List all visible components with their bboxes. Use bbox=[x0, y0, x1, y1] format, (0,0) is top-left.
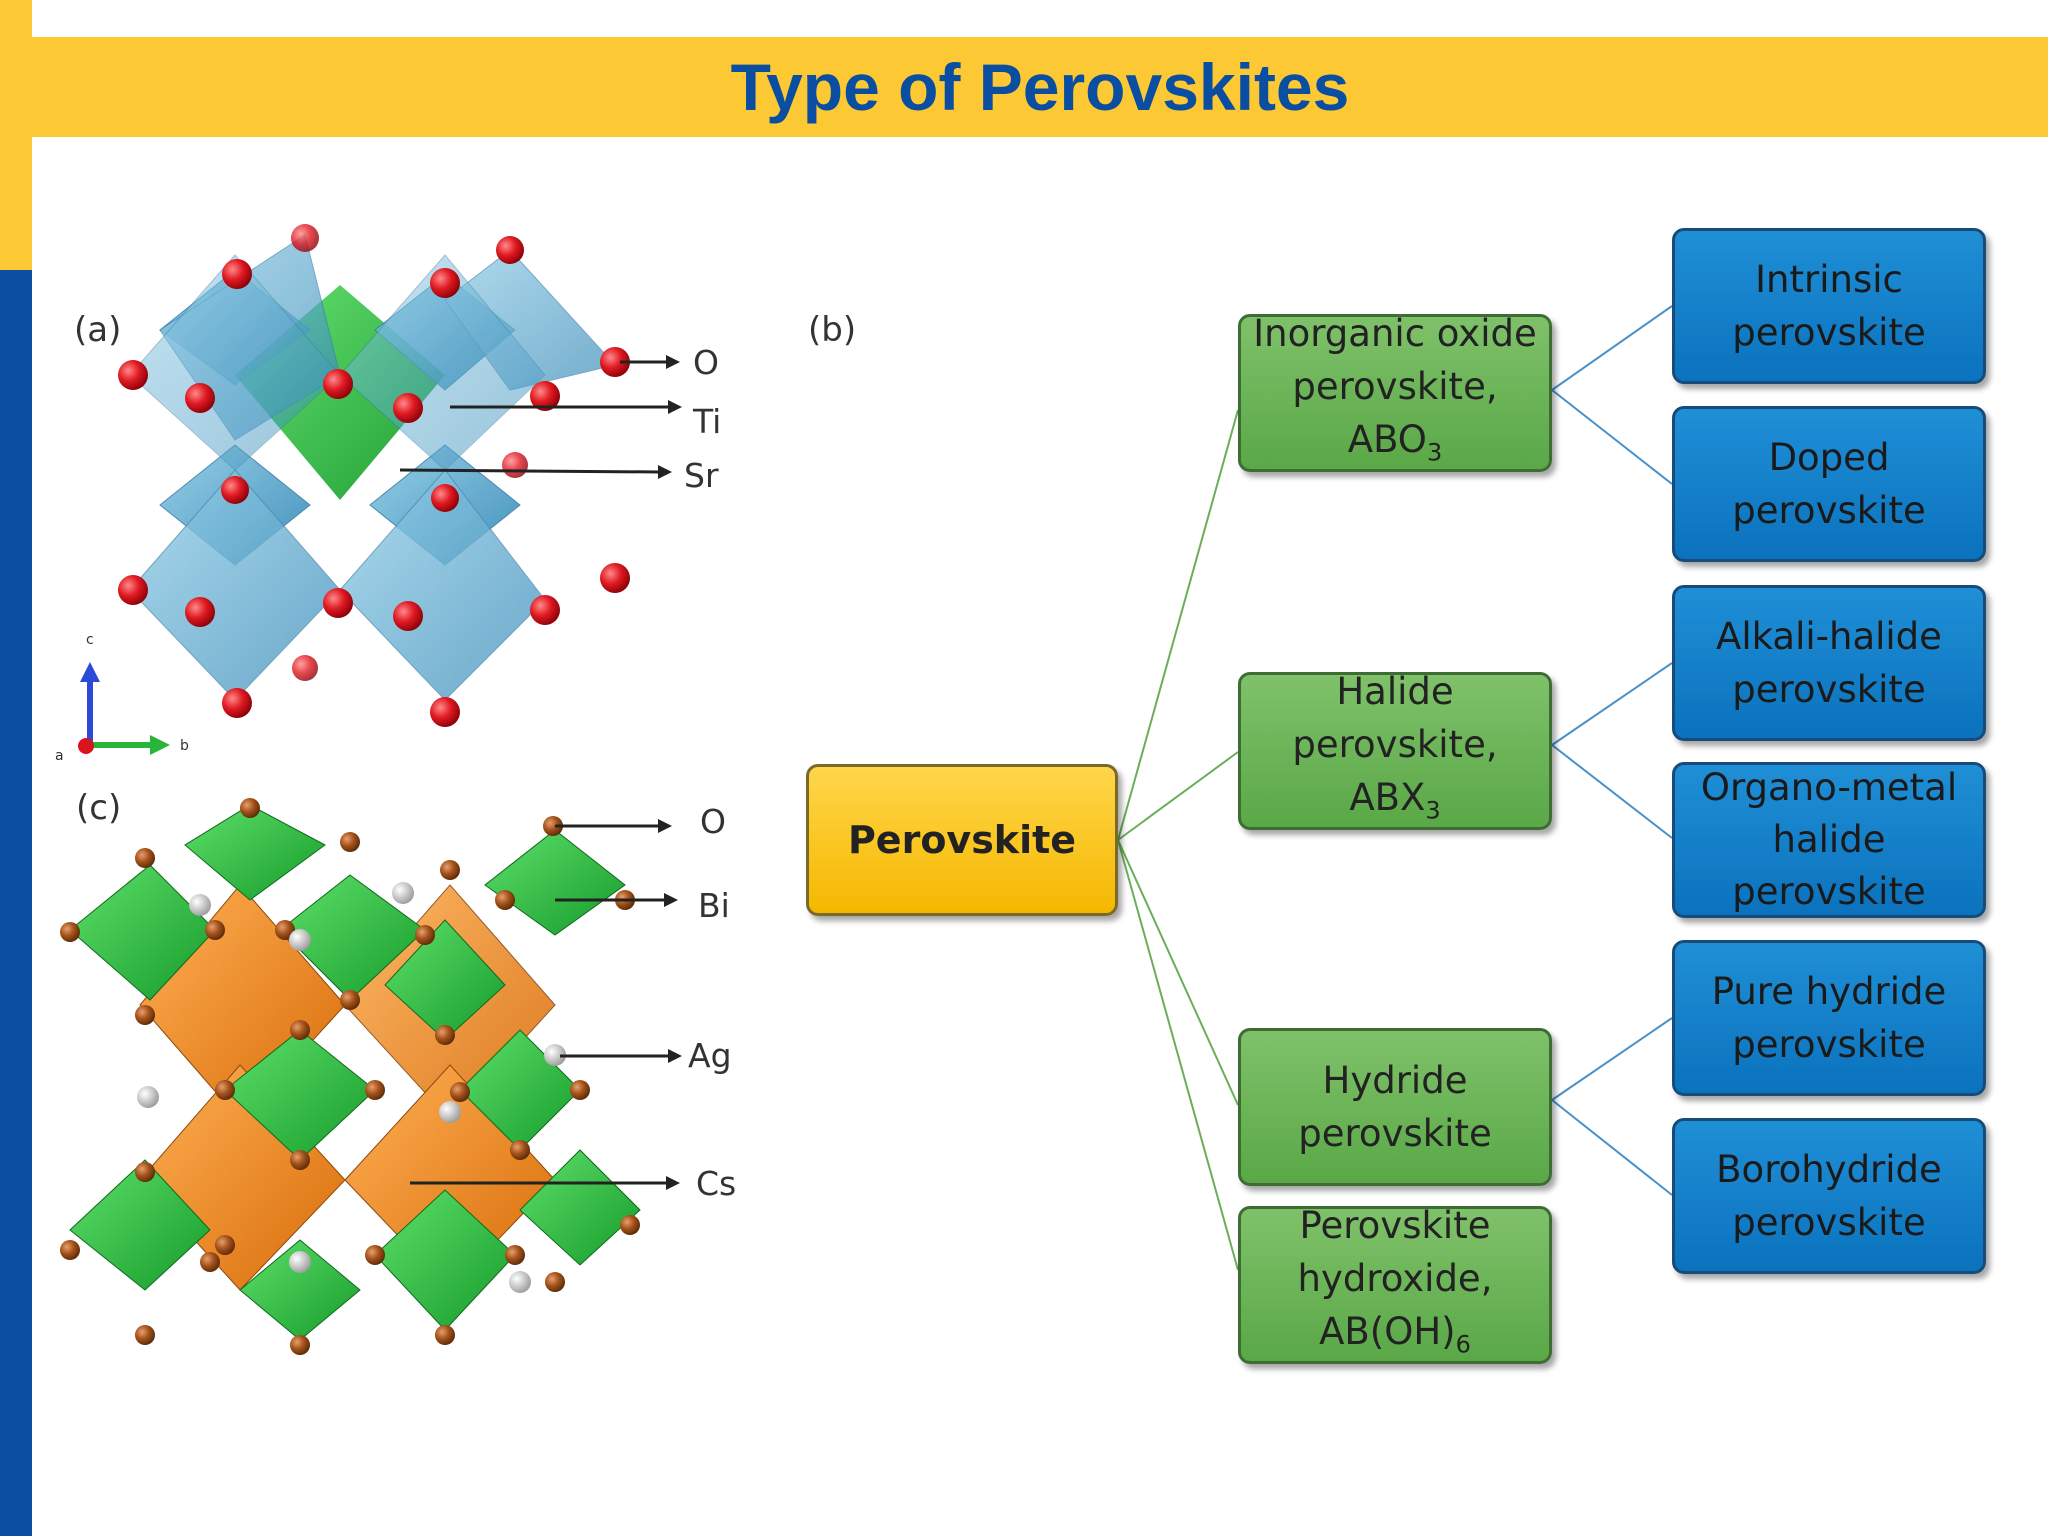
leaf-intrinsic-label: Intrinsic perovskite bbox=[1732, 258, 1926, 354]
axis-label-a: a bbox=[55, 748, 64, 764]
leaf-organo-metal-halide: Organo-metal halide perovskite bbox=[1672, 762, 1986, 918]
category-halide-subscript: 3 bbox=[1425, 796, 1441, 825]
atom-label-bi: Bi bbox=[698, 886, 730, 925]
leaf-alkali-halide-label: Alkali-halide perovskite bbox=[1716, 615, 1942, 711]
atom-label-ti: Ti bbox=[693, 402, 722, 441]
leaf-organo-metal-halide-label: Organo-metal halide perovskite bbox=[1700, 766, 1958, 913]
atom-label-sr: Sr bbox=[684, 456, 719, 495]
leaf-pure-hydride: Pure hydride perovskite bbox=[1672, 940, 1986, 1096]
title-band bbox=[32, 37, 2048, 137]
panel-b-label: (b) bbox=[808, 310, 857, 350]
atom-label-cs: Cs bbox=[696, 1164, 737, 1203]
category-hydride: Hydride perovskite bbox=[1238, 1028, 1552, 1186]
atom-label-o-a: O bbox=[693, 343, 719, 382]
category-hydroxide-label: Perovskite hydroxide, AB(OH) bbox=[1297, 1203, 1493, 1353]
atom-label-o-c: O bbox=[700, 802, 726, 841]
panel-a-label: (a) bbox=[74, 310, 122, 350]
leaf-borohydride-label: Borohydride perovskite bbox=[1716, 1148, 1942, 1244]
tree-root-perovskite: Perovskite bbox=[806, 764, 1118, 916]
category-halide-label: Halide perovskite, ABX bbox=[1292, 669, 1498, 819]
slide-title: Type of Perovskites bbox=[730, 50, 1350, 124]
leaf-doped-label: Doped perovskite bbox=[1732, 436, 1926, 532]
axis-label-c: c bbox=[86, 632, 94, 648]
leaf-alkali-halide: Alkali-halide perovskite bbox=[1672, 585, 1986, 741]
leaf-borohydride: Borohydride perovskite bbox=[1672, 1118, 1986, 1274]
axis-label-b: b bbox=[180, 738, 189, 754]
leaf-doped: Doped perovskite bbox=[1672, 406, 1986, 562]
category-inorganic-oxide: Inorganic oxide perovskite, ABO3 bbox=[1238, 311, 1552, 472]
leaf-pure-hydride-label: Pure hydride perovskite bbox=[1711, 970, 1947, 1066]
category-hydride-label: Hydride perovskite bbox=[1298, 1059, 1492, 1155]
atom-label-ag: Ag bbox=[688, 1036, 732, 1075]
category-hydroxide: Perovskite hydroxide, AB(OH)6 bbox=[1238, 1203, 1552, 1364]
category-hydroxide-subscript: 6 bbox=[1455, 1330, 1471, 1359]
left-accent-bar-yellow bbox=[0, 0, 32, 270]
panel-c-label: (c) bbox=[76, 788, 122, 828]
tree-root-label: Perovskite bbox=[847, 818, 1077, 862]
category-inorganic-oxide-label: Inorganic oxide perovskite, ABO bbox=[1253, 311, 1537, 461]
leaf-intrinsic: Intrinsic perovskite bbox=[1672, 228, 1986, 384]
category-halide: Halide perovskite, ABX3 bbox=[1238, 669, 1552, 830]
category-inorganic-oxide-subscript: 3 bbox=[1426, 438, 1443, 467]
left-accent-bar-blue bbox=[0, 270, 32, 1536]
